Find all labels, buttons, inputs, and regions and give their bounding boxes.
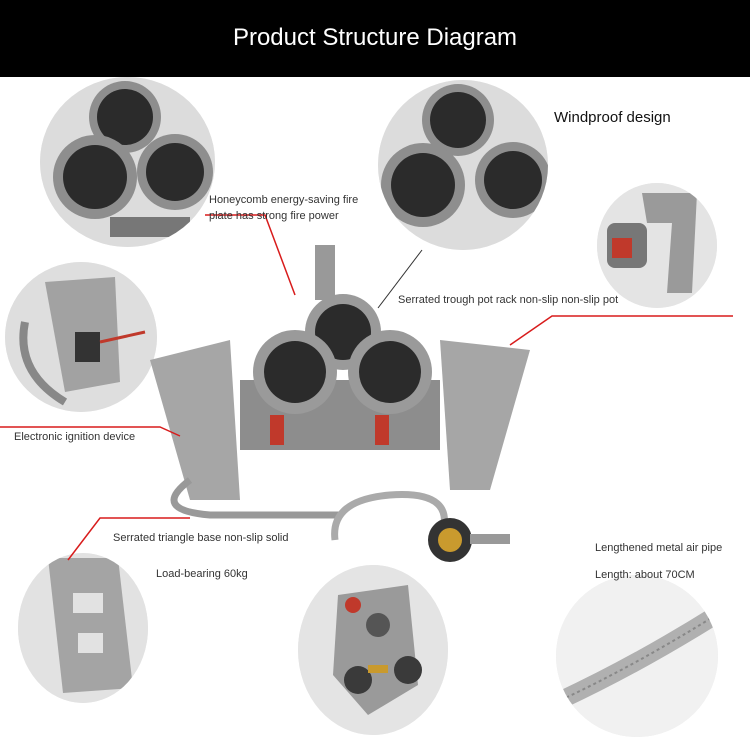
page-title: Product Structure Diagram: [232, 24, 518, 51]
length-label: Length: about 70CM: [595, 569, 695, 581]
hose-detail-photo: [556, 575, 718, 737]
ignition-detail-photo: [5, 262, 157, 412]
valve-detail-photo: [298, 565, 448, 735]
ignition-label: Electronic ignition device: [14, 431, 136, 443]
header-bar: Product Structure Diagram: [0, 0, 750, 77]
burner-detail-photo: [40, 77, 215, 247]
windproof-label: Windproof design: [554, 109, 671, 126]
honeycomb-label-line1: Honeycomb energy-saving fire: [209, 194, 359, 206]
windproof-detail-photo: [378, 80, 548, 250]
base-label: Serrated triangle base non-slip solid: [113, 532, 289, 544]
pipe-label: Lengthened metal air pipe: [595, 542, 723, 554]
honeycomb-label-line2: plate has strong fire power: [209, 210, 339, 222]
gas-hose-photo: [330, 480, 520, 570]
base-detail-photo: [18, 553, 148, 703]
stove-main-photo: [150, 240, 530, 520]
pot-rack-label: Serrated trough pot rack non-slip non-sl…: [398, 294, 619, 306]
load-label: Load-bearing 60kg: [156, 568, 248, 580]
pot-rack-detail-photo: [597, 183, 717, 308]
